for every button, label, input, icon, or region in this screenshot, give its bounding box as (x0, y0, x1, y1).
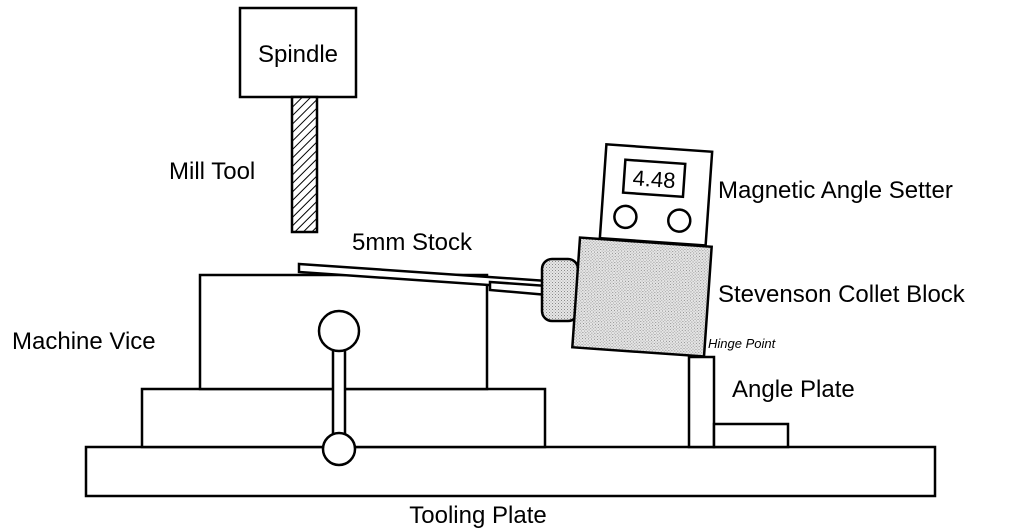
vice-handle-shaft (331, 336, 347, 440)
angle-setter-right-button (667, 208, 692, 233)
angle-setter-display (621, 158, 687, 199)
angle-setter-left-button (613, 204, 638, 230)
collet-block (570, 236, 714, 358)
vice-handle-top-knob (317, 309, 361, 353)
collet-block-label: Stevenson Collet Block (718, 281, 966, 308)
machine-vice-label: Machine Vice (12, 328, 156, 355)
angle-setter-label: Magnetic Angle Setter (718, 177, 953, 204)
angle-plate-foot (712, 422, 790, 449)
collet-nut (540, 257, 580, 323)
tooling-plate (84, 445, 937, 498)
angle-plate-label: Angle Plate (732, 376, 855, 403)
mill-tool (290, 95, 319, 234)
mill-tool-label: Mill Tool (169, 158, 255, 185)
angle-setter-readout: 4.48 (632, 165, 676, 193)
stock-label: 5mm Stock (352, 229, 473, 256)
hinge-point-label: Hinge Point (708, 336, 777, 351)
tooling-plate-label: Tooling Plate (409, 502, 546, 529)
angle-plate-upright (687, 355, 716, 449)
vice-handle-bottom-knob (321, 431, 357, 467)
spindle-label: Spindle (258, 41, 338, 68)
